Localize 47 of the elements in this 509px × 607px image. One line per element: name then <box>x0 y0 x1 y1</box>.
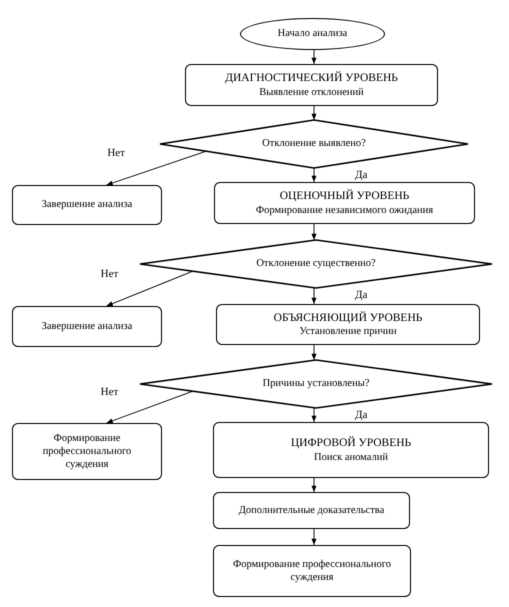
node-text: Завершение анализа <box>42 198 132 212</box>
process-box <box>12 306 162 347</box>
edge-label: Нет <box>100 268 120 280</box>
level-description: Установление причин <box>299 325 397 338</box>
arrow <box>311 224 317 240</box>
edge-label: Да <box>354 169 368 182</box>
edge-label: Да <box>354 289 368 302</box>
level-title: ДИАГНОСТИЧЕСКИЙ УРОВЕНЬ <box>225 71 398 86</box>
node-text: Начало анализа <box>278 27 348 41</box>
edge-label: Нет <box>106 147 126 160</box>
process-box <box>213 545 411 597</box>
arrow <box>311 168 317 182</box>
process-box <box>12 423 162 480</box>
edge-label: Нет <box>100 386 120 398</box>
level-title: ОЦЕНОЧНЫЙ УРОВЕНЬ <box>280 189 410 204</box>
arrow <box>311 106 317 120</box>
level-description: Выявление отклонений <box>259 86 364 99</box>
node-text: Отклонение существенно? <box>256 257 376 271</box>
process-box <box>12 185 162 225</box>
process-box <box>213 492 410 529</box>
node-text: Формирование профессионального суждения <box>232 558 392 584</box>
level-description: Формирование независимого ожидания <box>256 204 434 217</box>
arrow <box>311 478 317 492</box>
decision-diamond <box>160 120 468 168</box>
level-description: Поиск аномалий <box>314 450 388 464</box>
arrow <box>106 270 194 306</box>
arrow <box>311 344 317 360</box>
level-title: ОБЪЯСНЯЮЩИЙ УРОВЕНЬ <box>274 310 422 326</box>
arrow <box>311 288 317 304</box>
level-title: ЦИФРОВОЙ УРОВЕНЬ <box>290 436 412 451</box>
node-text: Отклонение выявлено? <box>262 137 366 151</box>
node-text: Причины установлены? <box>262 377 370 391</box>
process-box <box>216 304 480 345</box>
arrow <box>106 390 194 424</box>
arrow <box>311 49 317 64</box>
process-box <box>214 182 475 224</box>
node-text: Завершение анализа <box>42 320 132 334</box>
process-box <box>185 64 438 106</box>
decision-diamond <box>140 360 492 408</box>
process-box <box>213 422 489 478</box>
node-text: Дополнительные доказательства <box>238 504 384 518</box>
edge-label: Да <box>354 409 368 422</box>
arrow <box>311 408 317 422</box>
arrow <box>311 528 317 546</box>
node-text: Формирование профессионального суждения <box>42 432 132 472</box>
arrow <box>106 150 207 186</box>
decision-diamond <box>140 240 492 288</box>
